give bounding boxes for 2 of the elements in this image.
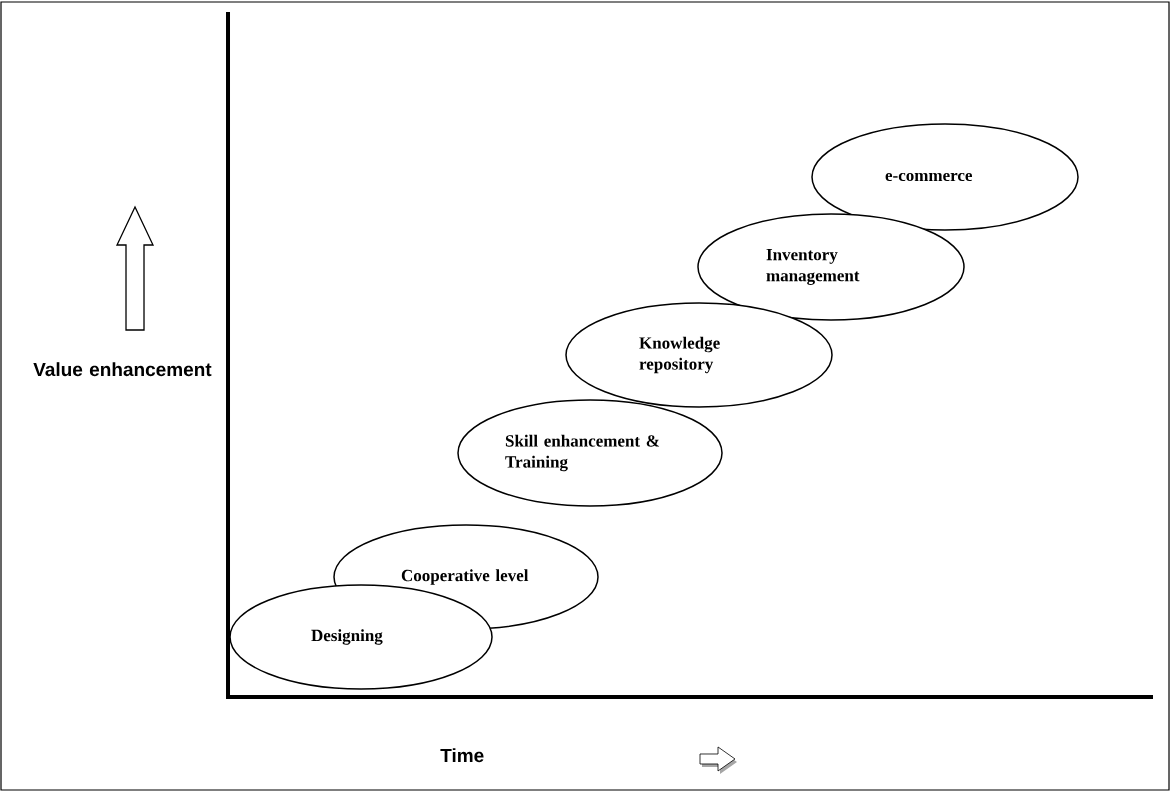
axis-label: Value enhancement xyxy=(33,362,212,377)
axis-label: Time xyxy=(440,748,484,763)
